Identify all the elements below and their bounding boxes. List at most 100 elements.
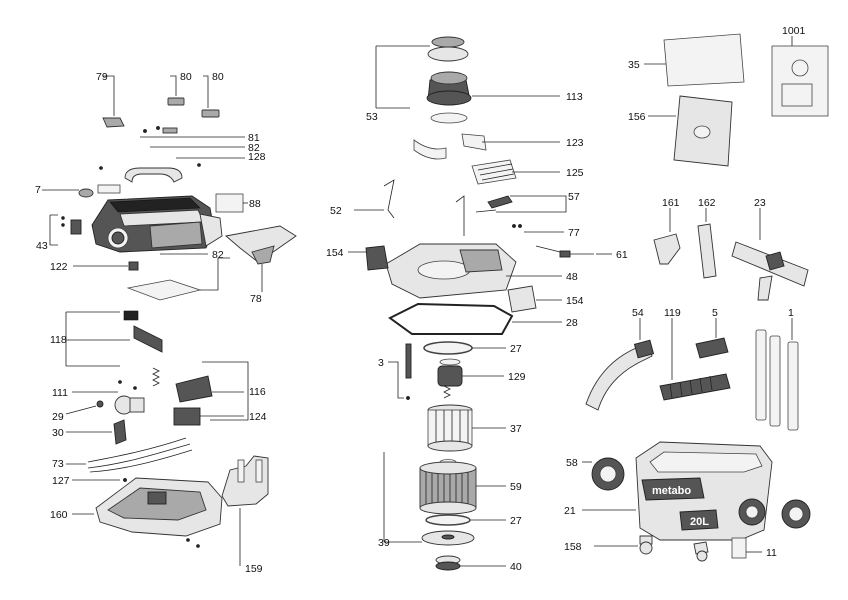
label-39: 39 <box>378 537 390 549</box>
label-127: 127 <box>52 475 70 487</box>
part-124-foam <box>173 407 244 426</box>
part-27-ring-a <box>423 341 506 355</box>
label-80-a: 80 <box>180 71 192 83</box>
part-128-handle <box>99 157 245 183</box>
label-88: 88 <box>249 198 261 210</box>
part-28-gasket <box>388 302 562 335</box>
part-122-socket <box>73 261 139 271</box>
label-156: 156 <box>628 111 646 123</box>
label-113: 113 <box>566 91 583 103</box>
label-54: 54 <box>632 307 644 319</box>
part-158-castor <box>594 535 653 555</box>
part-111-valve <box>72 380 145 415</box>
tank-rear-wheels <box>738 498 811 529</box>
part-35-bag <box>644 33 745 87</box>
label-28: 28 <box>566 317 578 329</box>
label-5: 5 <box>712 307 718 319</box>
part-52-rod <box>354 179 395 219</box>
part-127-screw <box>72 478 127 482</box>
part-80-latch-a <box>167 75 185 106</box>
label-37: 37 <box>510 423 522 435</box>
label-154-b: 154 <box>566 295 584 307</box>
label-73: 73 <box>52 458 64 470</box>
part-53-ring <box>430 112 468 124</box>
label-35: 35 <box>628 59 640 71</box>
part-79-clip <box>102 75 125 128</box>
label-122: 122 <box>50 261 68 273</box>
label-160: 160 <box>50 509 68 521</box>
label-125: 125 <box>566 167 584 179</box>
label-7: 7 <box>35 184 41 196</box>
label-77: 77 <box>568 227 580 239</box>
part-58-wheel <box>582 457 625 491</box>
part-82-plate <box>126 253 230 301</box>
label-3: 3 <box>378 357 384 369</box>
label-30: 30 <box>52 427 64 439</box>
part-160-base-housing <box>72 477 223 537</box>
part-125-grille <box>471 159 560 185</box>
label-162: 162 <box>698 197 716 209</box>
part-77-screw <box>512 224 564 233</box>
label-111: 111 <box>52 387 68 399</box>
part-1001-box <box>771 36 829 117</box>
label-58: 58 <box>566 457 578 469</box>
part-61-cable <box>535 245 612 258</box>
part-154-clip-b <box>507 285 562 313</box>
label-158: 158 <box>564 541 582 553</box>
part-3-rod <box>388 343 412 400</box>
label-118: 118 <box>50 334 67 346</box>
label-119: 119 <box>664 307 681 319</box>
label-52: 52 <box>330 205 342 217</box>
part-80-latch-b <box>201 75 220 118</box>
label-82-b: 82 <box>212 249 224 261</box>
label-27-a: 27 <box>510 343 522 355</box>
label-57: 57 <box>568 191 580 203</box>
tank-brand-text: metabo <box>652 485 691 497</box>
label-161: 161 <box>662 197 680 209</box>
label-80-b: 80 <box>212 71 224 83</box>
label-23: 23 <box>754 197 766 209</box>
part-116-bracket <box>175 375 244 403</box>
part-53-cap <box>375 36 469 109</box>
part-161-nozzle <box>653 208 681 265</box>
label-61: 61 <box>616 249 628 261</box>
part-23-floor-nozzle <box>731 208 809 301</box>
label-1: 1 <box>788 307 794 319</box>
label-123: 123 <box>566 137 584 149</box>
part-73-cables <box>66 437 193 473</box>
label-11: 11 <box>766 547 777 559</box>
part-spring <box>152 361 249 421</box>
label-1001: 1001 <box>782 25 806 37</box>
part-113-motor <box>426 71 560 106</box>
label-78: 78 <box>250 293 262 305</box>
label-43: 43 <box>36 240 48 252</box>
part-57-latch <box>455 195 567 236</box>
label-116: 116 <box>249 386 266 398</box>
label-48: 48 <box>566 271 578 283</box>
label-128: 128 <box>248 151 266 163</box>
part-48-tank-top <box>385 243 562 299</box>
part-118-mechanism <box>65 310 163 367</box>
part-154-clip-a <box>348 245 389 271</box>
part-123-seals <box>413 133 560 160</box>
label-81: 81 <box>248 132 260 144</box>
part-119-hose <box>659 318 731 401</box>
part-5-adapter <box>695 318 729 359</box>
part-156-filter-bag <box>648 95 733 167</box>
part-21-tank: metabo 20L <box>582 441 773 541</box>
label-129: 129 <box>508 371 526 383</box>
label-124: 124 <box>249 411 267 423</box>
label-82-a: 82 <box>248 142 260 154</box>
part-162-crevice-tool <box>697 208 717 279</box>
part-59-filter <box>419 459 506 515</box>
part-81-fasteners <box>140 126 245 138</box>
part-7-cap <box>42 184 121 198</box>
tank-capacity-text: 20L <box>690 516 709 528</box>
label-79: 79 <box>96 71 108 83</box>
part-78-hose-holder <box>224 225 297 292</box>
label-40: 40 <box>510 561 522 573</box>
part-43-switch <box>49 214 82 246</box>
part-159-sub-housing <box>186 455 269 566</box>
